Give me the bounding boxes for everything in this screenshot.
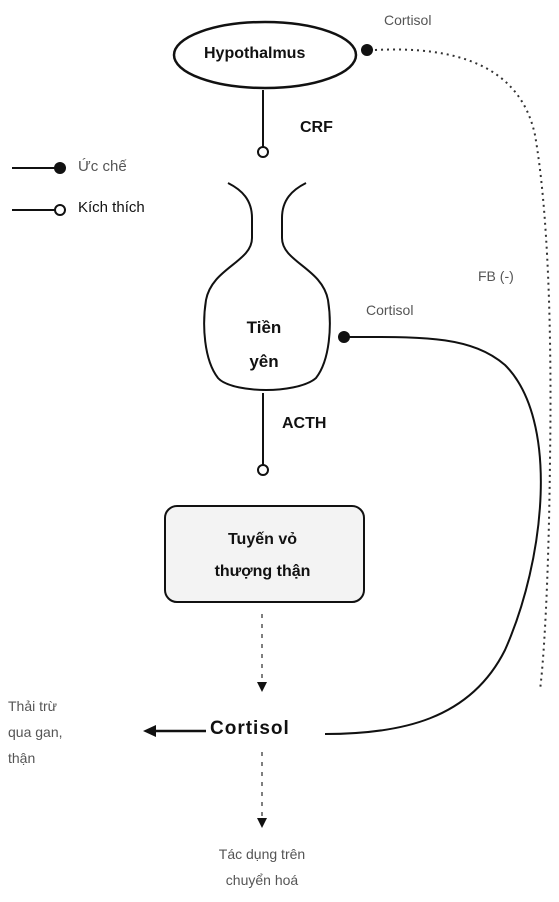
crf-label: CRF xyxy=(300,119,333,136)
hypothalamus-label: Hypothalmus xyxy=(204,45,306,62)
cortisol-top-label: Cortisol xyxy=(384,12,432,28)
cortisol-to-effect-arrowhead xyxy=(257,818,267,828)
legend-stimulate-dot xyxy=(54,204,66,216)
hypothalamus-inhibit-marker xyxy=(361,44,373,56)
legend-inhibit-dot xyxy=(54,162,66,174)
pituitary-label-line2: yên xyxy=(249,352,279,371)
cortisol-center-label: Cortisol xyxy=(210,718,290,739)
cortisol-to-excretion-arrowhead xyxy=(143,725,156,737)
excretion-label-line3: thận xyxy=(8,750,36,766)
feedback-label: FB (-) xyxy=(478,268,514,284)
effect-label-line1: Tác dụng trên xyxy=(218,846,306,862)
cortisol-pituitary-feedback-curve xyxy=(324,335,542,735)
adrenal-cortex-node xyxy=(164,505,365,603)
adrenal-label-line2: thượng thận xyxy=(214,563,311,580)
legend-inhibit-label: Ức chế xyxy=(78,158,127,175)
crf-stimulate-marker xyxy=(257,146,269,158)
effect-label-line2: chuyển hoá xyxy=(225,872,299,888)
legend-stimulate-label: Kích thích xyxy=(78,199,145,216)
cortisol-mid-label: Cortisol xyxy=(366,302,414,318)
pituitary-label-line1: Tiền xyxy=(246,318,282,337)
adrenal-label-line1: Tuyến vỏ xyxy=(227,531,298,548)
pituitary-node xyxy=(203,182,331,392)
acth-stimulate-marker xyxy=(257,464,269,476)
excretion-label-line2: qua gan, xyxy=(8,724,63,740)
excretion-label-line1: Thải trừ xyxy=(8,698,58,714)
hypothalamus-node xyxy=(172,20,358,90)
acth-label: ACTH xyxy=(282,415,327,432)
pituitary-inhibit-marker xyxy=(338,331,350,343)
adrenal-to-cortisol-arrowhead xyxy=(257,682,267,692)
